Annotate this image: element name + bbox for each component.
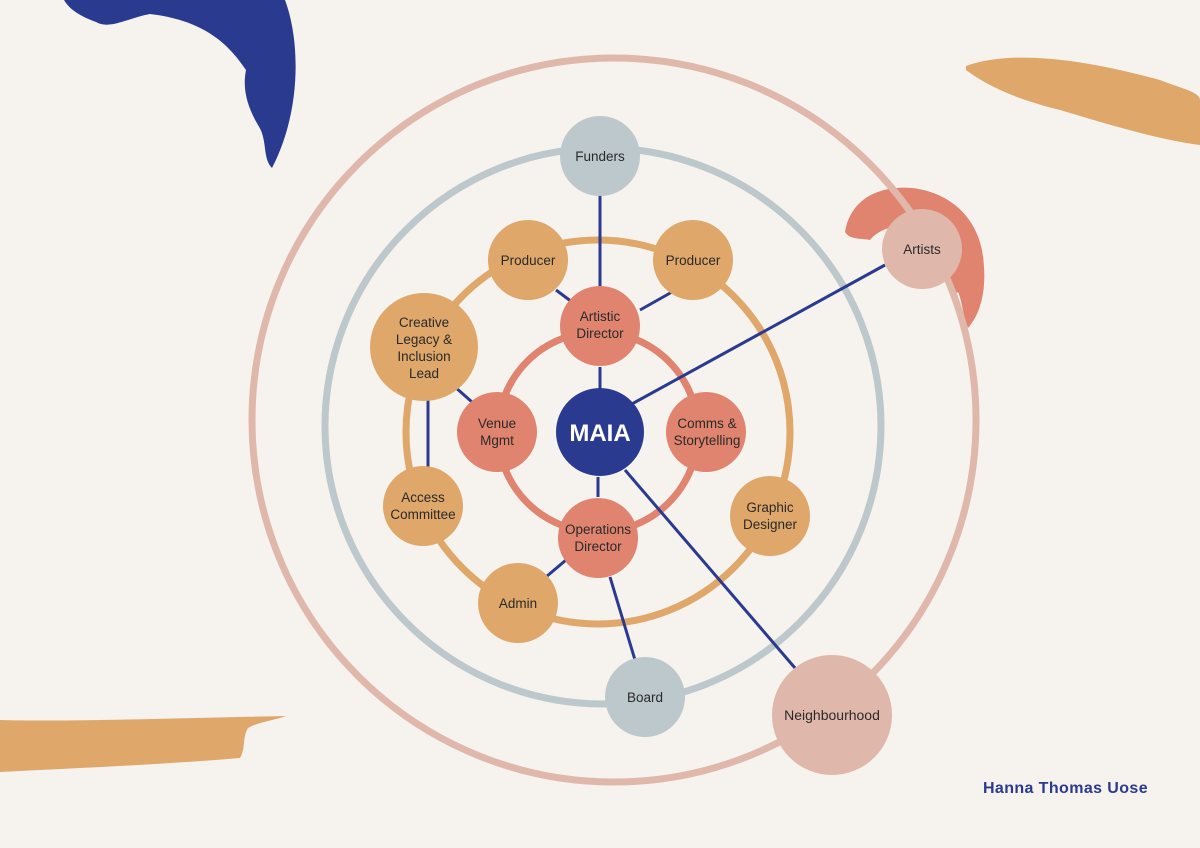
outer-blush-ring — [248, 54, 980, 786]
node-comms-storytelling[interactable]: Comms & Storytelling — [666, 392, 746, 472]
node-artistic-director-line-1: Artistic — [580, 309, 621, 324]
node-artistic-director-line-2: Director — [576, 326, 624, 341]
node-neighbourhood-label: Neighbourhood — [784, 707, 880, 723]
node-board-label: Board — [627, 690, 663, 705]
node-producer-right-label: Producer — [666, 253, 721, 268]
node-artistic-director[interactable]: Artistic Director — [560, 286, 640, 366]
connector-producer-left-artistic — [555, 288, 573, 304]
connector-creative-venue — [454, 385, 473, 404]
node-maia-label: MAIA — [569, 420, 630, 447]
node-creative-line-4: Lead — [409, 366, 439, 381]
ochre-brush-stroke-top-right — [966, 57, 1200, 145]
node-producer-left-label: Producer — [501, 253, 556, 268]
node-admin-label: Admin — [499, 596, 537, 611]
node-creative-legacy[interactable]: Creative Legacy & Inclusion Lead — [370, 293, 478, 401]
node-funders[interactable]: Funders — [560, 116, 640, 196]
node-comms-line-2: Storytelling — [674, 433, 741, 448]
navy-brush-stroke — [64, 0, 296, 168]
node-neighbourhood[interactable]: Neighbourhood — [772, 655, 892, 775]
node-venue-mgmt[interactable]: Venue Mgmt — [457, 392, 537, 472]
node-board[interactable]: Board — [605, 657, 685, 737]
connector-operations-board — [608, 576, 637, 661]
node-admin[interactable]: Admin — [478, 563, 558, 643]
node-access-line-2: Committee — [390, 507, 455, 522]
node-access-committee[interactable]: Access Committee — [383, 466, 463, 546]
node-comms-line-1: Comms & — [677, 416, 736, 431]
node-graphic-line-1: Graphic — [746, 500, 794, 515]
ochre-brush-stroke-bottom-left — [0, 716, 286, 772]
node-access-line-1: Access — [401, 490, 445, 505]
node-creative-line-2: Legacy & — [396, 332, 452, 347]
node-funders-label: Funders — [575, 149, 625, 164]
node-venue-mgmt-line-1: Venue — [478, 416, 516, 431]
author-signature: Hanna Thomas Uose — [982, 780, 1148, 797]
node-maia[interactable]: MAIA — [556, 388, 644, 476]
connector-producer-right-artistic — [639, 290, 673, 312]
node-artists-label: Artists — [903, 242, 941, 257]
node-graphic-line-2: Designer — [743, 517, 798, 532]
node-creative-line-1: Creative — [399, 315, 449, 330]
node-artists[interactable]: Artists — [882, 209, 962, 289]
connector-maia-neighbourhood — [623, 469, 797, 669]
connector-lines — [426, 195, 886, 669]
node-operations-line-1: Operations — [565, 522, 631, 537]
node-creative-line-3: Inclusion — [397, 349, 450, 364]
node-operations-director[interactable]: Operations Director — [558, 498, 638, 578]
node-graphic-designer[interactable]: Graphic Designer — [730, 476, 810, 556]
node-producer-right[interactable]: Producer — [653, 220, 733, 300]
node-venue-mgmt-line-2: Mgmt — [480, 433, 514, 448]
ochre-ring — [402, 236, 794, 628]
node-operations-line-2: Director — [574, 539, 622, 554]
connector-maia-artists — [629, 263, 886, 407]
node-producer-left[interactable]: Producer — [488, 220, 568, 300]
